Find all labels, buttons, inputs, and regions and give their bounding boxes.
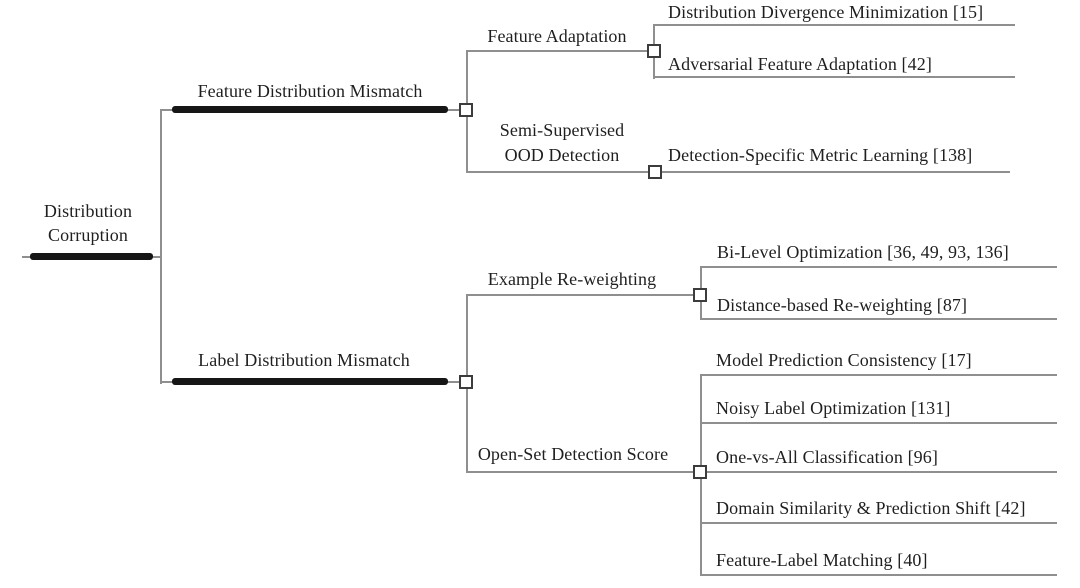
junction-square-feature-mismatch xyxy=(459,103,473,117)
junction-square-example-reweighting xyxy=(693,288,707,302)
node-bar-feature-mismatch xyxy=(172,106,448,113)
root-node-label: Distribution Corruption xyxy=(43,201,133,245)
group-label-example-reweighting: Example Re-weighting xyxy=(487,269,657,289)
group-label-open-set-detection-score: Open-Set Detection Score xyxy=(477,444,669,464)
connector-semi-supervised xyxy=(466,171,656,173)
leaf-label-feature-label-matching: Feature-Label Matching [40] xyxy=(716,550,928,570)
underline-leaf-domain-similarity xyxy=(700,522,1057,524)
leaf-label-bi-level-optimization: Bi-Level Optimization [36, 49, 93, 136] xyxy=(717,242,1009,262)
leaf-label-detection-specific-metric-learning: Detection-Specific Metric Learning [138] xyxy=(668,145,973,165)
connector-feature-adaptation xyxy=(466,50,652,52)
underline-leaf-detection-metric xyxy=(655,171,1010,173)
branch-label-feature-distribution-mismatch: Feature Distribution Mismatch xyxy=(197,81,423,101)
junction-square-label-mismatch xyxy=(459,375,473,389)
leaf-label-one-vs-all-classification: One-vs-All Classification [96] xyxy=(716,447,938,467)
group-label-semi-supervised-ood-detection: Semi-Supervised OOD Detection xyxy=(499,120,625,165)
branch-label-label-distribution-mismatch: Label Distribution Mismatch xyxy=(198,350,410,370)
underline-leaf-noisy-label xyxy=(700,422,1057,424)
connector-trunk-vertical xyxy=(160,109,162,384)
leaf-label-model-prediction-consistency: Model Prediction Consistency [17] xyxy=(716,350,972,370)
connector-open-set-score xyxy=(466,471,698,473)
junction-square-open-set-score xyxy=(693,465,707,479)
junction-square-feature-adaptation xyxy=(647,44,661,58)
underline-leaf-divergence xyxy=(653,24,1015,26)
leaf-label-distribution-divergence-minimization: Distribution Divergence Minimization [15… xyxy=(668,2,984,22)
underline-leaf-feature-label xyxy=(700,574,1057,576)
underline-leaf-adversarial xyxy=(653,76,1015,78)
leaf-label-adversarial-feature-adaptation: Adversarial Feature Adaptation [42] xyxy=(668,54,932,74)
junction-square-semi-supervised xyxy=(648,165,662,179)
underline-leaf-one-vs-all xyxy=(700,471,1057,473)
leaf-label-noisy-label-optimization: Noisy Label Optimization [131] xyxy=(716,398,951,418)
group-label-feature-adaptation: Feature Adaptation xyxy=(487,26,627,46)
node-bar-label-mismatch xyxy=(172,378,448,385)
underline-leaf-model-prediction xyxy=(700,374,1057,376)
leaf-label-domain-similarity-prediction-shift: Domain Similarity & Prediction Shift [42… xyxy=(716,498,1026,518)
leaf-label-distance-based-reweighting: Distance-based Re-weighting [87] xyxy=(717,295,968,315)
underline-leaf-bilevel xyxy=(700,266,1057,268)
node-bar-root xyxy=(30,253,153,260)
underline-leaf-distance xyxy=(700,318,1057,320)
connector-example-reweighting xyxy=(466,294,698,296)
